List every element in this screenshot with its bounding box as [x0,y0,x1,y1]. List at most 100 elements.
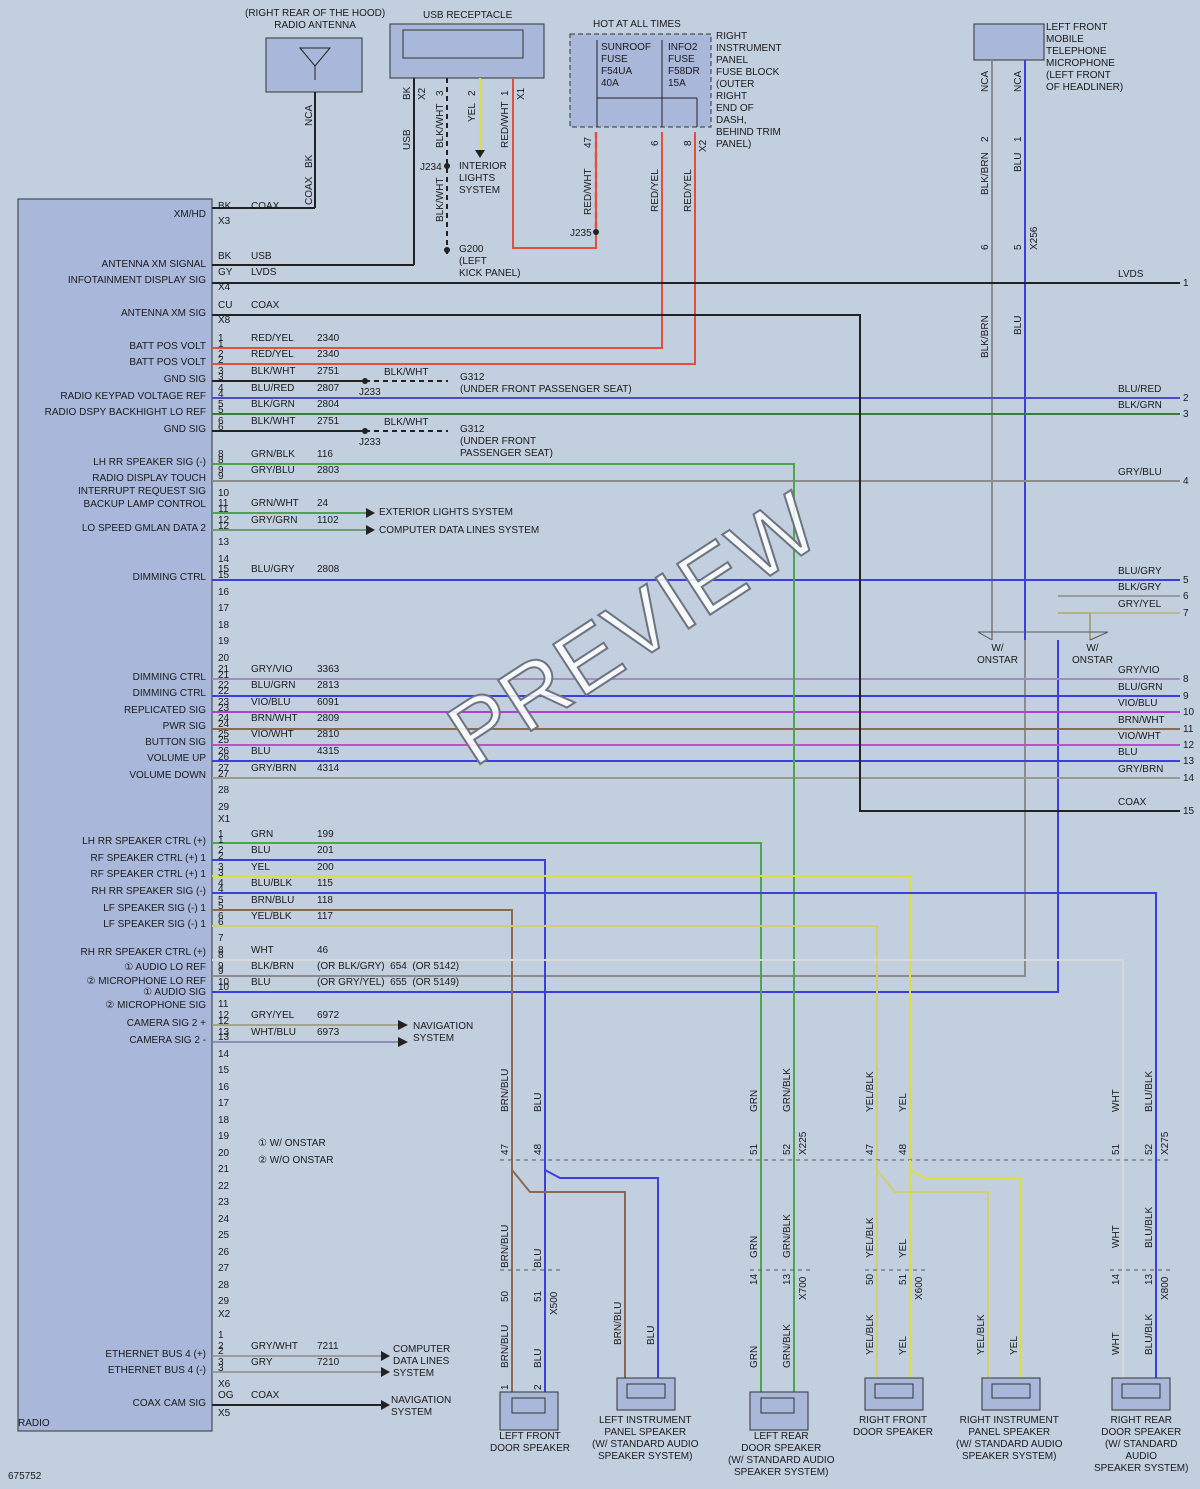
wire-circuit-label: 2803 [317,465,340,476]
svg-text:16: 16 [218,587,230,598]
svg-text:BLK/BRN: BLK/BRN [980,152,991,195]
wire-pin-label: 4 [218,383,224,394]
svg-text:3: 3 [435,90,446,96]
svg-text:51: 51 [1111,1143,1122,1155]
navigation-label: NAVIGATION SYSTEM [413,1021,474,1044]
wire-pin-label: 6 [218,911,224,922]
wire-color-label: BLK/BRN [251,961,294,972]
svg-text:47: 47 [500,1143,511,1155]
wire-color-label: YEL/BLK [251,911,292,922]
svg-text:4: 4 [218,389,224,400]
wire-color-label: BRN/WHT [251,713,298,724]
radio-pin-label: LH RR SPEAKER SIG (-) [93,457,206,468]
svg-text:48: 48 [533,1143,544,1155]
svg-text:52: 52 [782,1143,793,1155]
speaker-label: RIGHT FRONT DOOR SPEAKER [853,1415,934,1438]
g312-label-1: G312 (UNDER FRONT PASSENGER SEAT) [460,372,632,395]
svg-text:1: 1 [218,1330,224,1341]
svg-text:20: 20 [218,653,230,664]
onstar-label-1: W/ ONSTAR [977,643,1018,666]
svg-text:47: 47 [583,136,594,148]
wire-circuit-label: 118 [317,895,333,906]
svg-text:47: 47 [865,1143,876,1155]
svg-text:BLU/BLK: BLU/BLK [1144,1314,1155,1355]
wire-circuit-label: 2751 [317,366,340,377]
wire-circuit-label: 200 [317,862,334,873]
svg-text:6: 6 [218,422,224,433]
svg-text:13: 13 [1144,1273,1155,1285]
interior-lights-label: INTERIOR LIGHTS SYSTEM [459,161,507,196]
wire-color-label: BRN/BLU [251,895,295,906]
radio-pin-label: ETHERNET BUS 4 (-) [107,1365,206,1376]
svg-text:21: 21 [218,1164,230,1175]
svg-text:15: 15 [218,1065,230,1076]
radio-pin-label: INTERRUPT REQUEST SIG [78,486,206,497]
microphone-label: LEFT FRONT MOBILE TELEPHONE MICROPHONE (… [1046,22,1124,93]
svg-text:COAX: COAX [304,176,315,205]
wire-circuit-label: 1102 [317,515,339,526]
wire-color-label: WHT [251,945,274,956]
radio-pin-label: PWR SIG [162,721,206,732]
svg-text:YEL/BLK: YEL/BLK [865,1314,876,1355]
wire-circuit-label: 2810 [317,729,340,740]
radio-title: RADIO [18,1418,50,1429]
svg-text:GRN/BLK: GRN/BLK [782,1068,793,1112]
wire-color-label: BLK/GRN [251,399,295,410]
svg-text:X5: X5 [218,1408,231,1419]
svg-text:YEL: YEL [467,103,478,122]
radio-pin-label: INFOTAINMENT DISPLAY SIG [67,275,206,286]
svg-text:5: 5 [1013,244,1024,250]
fuse-2-label: INFO2 FUSE F58DR 15A [668,42,700,89]
usb-label: USB RECEPTACLE [423,10,513,21]
radio-pin-label: BATT POS VOLT [129,357,206,368]
svg-text:BRN/BLU: BRN/BLU [500,1325,511,1368]
svg-text:5: 5 [218,405,224,416]
svg-text:1: 1 [1013,136,1024,142]
wire-pin-label: GY [218,267,233,278]
wire-pin-label: 11 [218,498,229,509]
wire-circuit-label: 7210 [317,1357,340,1368]
svg-text:BRN/BLU: BRN/BLU [500,1225,511,1268]
right-pin-number: 7 [1183,608,1189,619]
svg-text:X500: X500 [549,1291,560,1315]
right-pin-number: 9 [1183,691,1189,702]
wire-pin-label: CU [218,300,233,311]
wire-circuit-label: 24 [317,498,329,509]
right-wire-label: GRY/VIO [1118,665,1160,676]
radio-pin-label: RADIO KEYPAD VOLTAGE REF [60,391,206,402]
svg-text:14: 14 [218,1049,230,1060]
wire-circuit-label: 7211 [317,1341,339,1352]
fuse-block [569,33,712,128]
computer-data-label-2: COMPUTER DATA LINES SYSTEM [393,1344,451,1379]
radio-pin-label: DIMMING CTRL [132,672,206,683]
svg-text:5: 5 [218,901,224,912]
svg-text:26: 26 [218,752,230,763]
radio-pin-label: ANTENNA XM SIGNAL [101,259,206,270]
radio-pin-label: XM/HD [173,209,206,220]
diagram-id: 675752 [8,1471,42,1482]
svg-text:YEL/BLK: YEL/BLK [865,1217,876,1258]
speaker-label: LEFT FRONT DOOR SPEAKER [490,1431,571,1454]
wire-color-label: GRY/GRN [251,515,298,526]
radio-pin-label: ① AUDIO SIG [143,987,206,998]
wire-pin-label: 25 [218,729,230,740]
wire-color-label: BLU/RED [251,383,295,394]
navigation-label-2: NAVIGATION SYSTEM [391,1395,452,1418]
svg-text:BK: BK [402,86,413,100]
wire-color-label: RED/YEL [251,333,294,344]
radio-pin-label: COAX CAM SIG [132,1398,206,1409]
computer-data-label: COMPUTER DATA LINES SYSTEM [379,525,540,536]
svg-text:28: 28 [218,785,230,796]
gnd-wire-label-2: BLK/WHT [384,417,429,428]
radio-pin-label: GND SIG [163,424,206,435]
wire-pin-label: 6 [218,416,224,427]
svg-text:13: 13 [782,1273,793,1285]
wire-color-label: COAX [251,201,280,212]
wire-pin-label: 12 [218,515,230,526]
svg-text:X2: X2 [417,87,428,100]
wire-color-label: BLK/WHT [251,416,296,427]
radio-pin-label: LH RR SPEAKER CTRL (+) [82,836,206,847]
wire-pin-label: 26 [218,746,230,757]
svg-text:12: 12 [218,1016,230,1027]
wire-circuit-label: 2804 [317,399,340,410]
